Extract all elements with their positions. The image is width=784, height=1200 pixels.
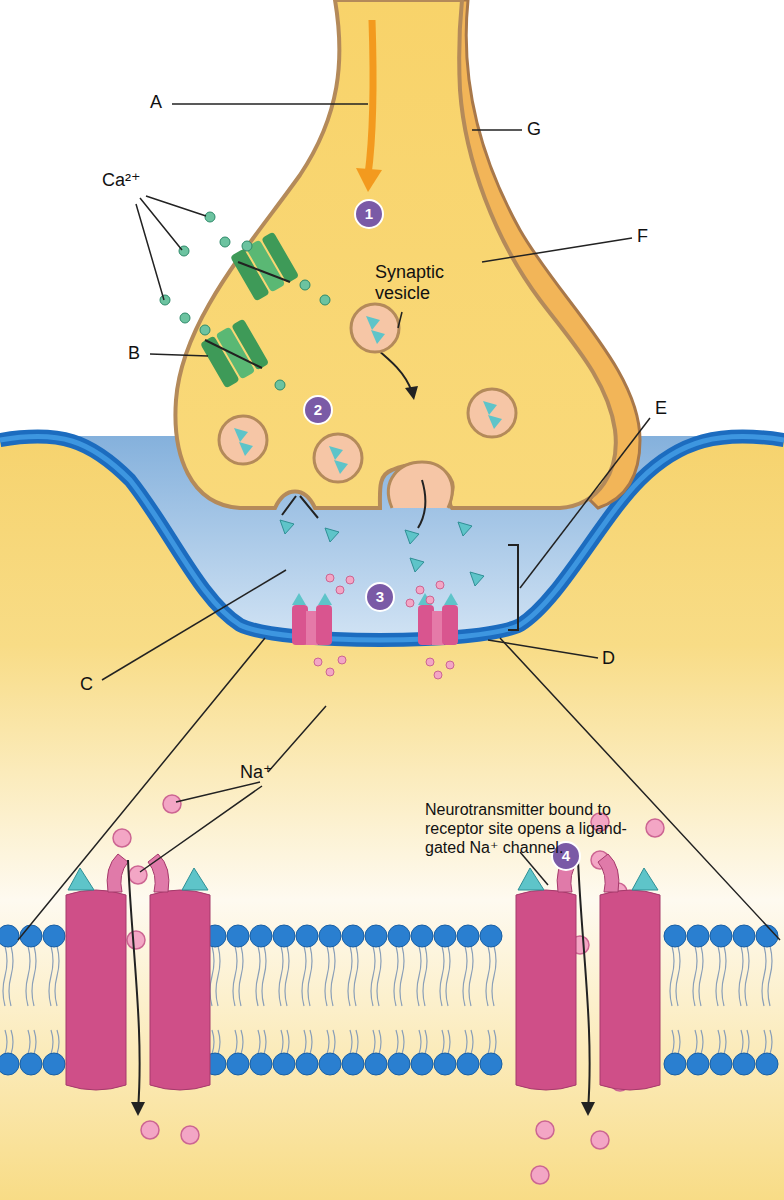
release-arrow [282,496,318,518]
sodium-ion [141,1121,159,1139]
neurotransmitter [410,558,424,572]
sodium-ion [531,1166,549,1184]
receptor-channel [418,593,458,645]
sodium-ion [336,586,344,594]
part-label: B [128,343,140,364]
ligand-gated-channel [66,854,210,1116]
sodium-ion [434,671,442,679]
postsynaptic-cell [0,436,784,900]
leader-lines [102,104,650,885]
part-label: D [602,648,615,669]
sodium-ion [436,581,444,589]
part-label: G [527,119,541,140]
sodium-ion [326,668,334,676]
callout-number: 3 [367,584,393,610]
note-text: Neurotransmitter bound to receptor site … [425,800,640,858]
calcium-ion [200,325,210,335]
sodium-ion [181,1126,199,1144]
sodium-ion [127,931,145,949]
calcium-ion [180,313,190,323]
synaptic-vesicle [314,434,362,482]
neurotransmitter [405,530,419,544]
neurotransmitter [325,528,339,542]
callout-number: 2 [305,397,331,423]
sodium-ion [591,1131,609,1149]
calcium-ion [220,237,230,247]
sodium-ion [346,576,354,584]
callout-number: 1 [356,201,382,227]
impulse-arrow [368,20,373,175]
ion-path-arrow [238,262,290,282]
calcium-channel [200,318,269,388]
impulse-arrowhead [356,168,382,192]
sodium-ion [314,658,322,666]
ion-path-arrow [205,340,262,368]
ion-label: Ca²⁺ [102,170,141,191]
sodium-ion [536,1121,554,1139]
callout-circles [304,200,580,870]
ligand-gated-channel [516,854,660,1116]
calcium-ion [160,295,170,305]
synaptic-vesicle [468,389,516,437]
sodium-ion [426,596,434,604]
sodium-ion [163,795,181,813]
calcium-ion [242,241,252,251]
synaptic-vesicle [219,416,267,464]
part-label: F [637,226,648,247]
synaptic-vesicle [351,304,399,352]
calcium-ion [300,280,310,290]
zoom-line [18,638,780,940]
calcium-channel [230,231,299,301]
neurotransmitter [280,520,294,534]
presynaptic-terminal [175,0,615,508]
cleft-bracket [508,545,518,630]
release-arrow [418,480,425,528]
fusing-vesicle [388,462,452,508]
sodium-ion [113,829,131,847]
calcium-ion [275,380,285,390]
part-label: E [655,398,667,419]
part-label: A [150,92,162,113]
neurotransmitter [470,572,484,586]
receptor-channel [292,593,332,645]
part-label: C [80,674,93,695]
neurotransmitter [458,522,472,536]
structure-label: Synaptic vesicle [375,262,455,303]
sodium-ion [416,586,424,594]
callout-number: 4 [553,843,579,869]
arrowhead [405,386,418,400]
sodium-ion [646,819,664,837]
calcium-ion [320,295,330,305]
sodium-ion [426,658,434,666]
sodium-ion [406,599,414,607]
sodium-ion [338,656,346,664]
sodium-ion [326,574,334,582]
ion-label: Na⁺ [240,762,273,783]
calcium-ion [205,212,215,222]
sodium-ion [446,661,454,669]
